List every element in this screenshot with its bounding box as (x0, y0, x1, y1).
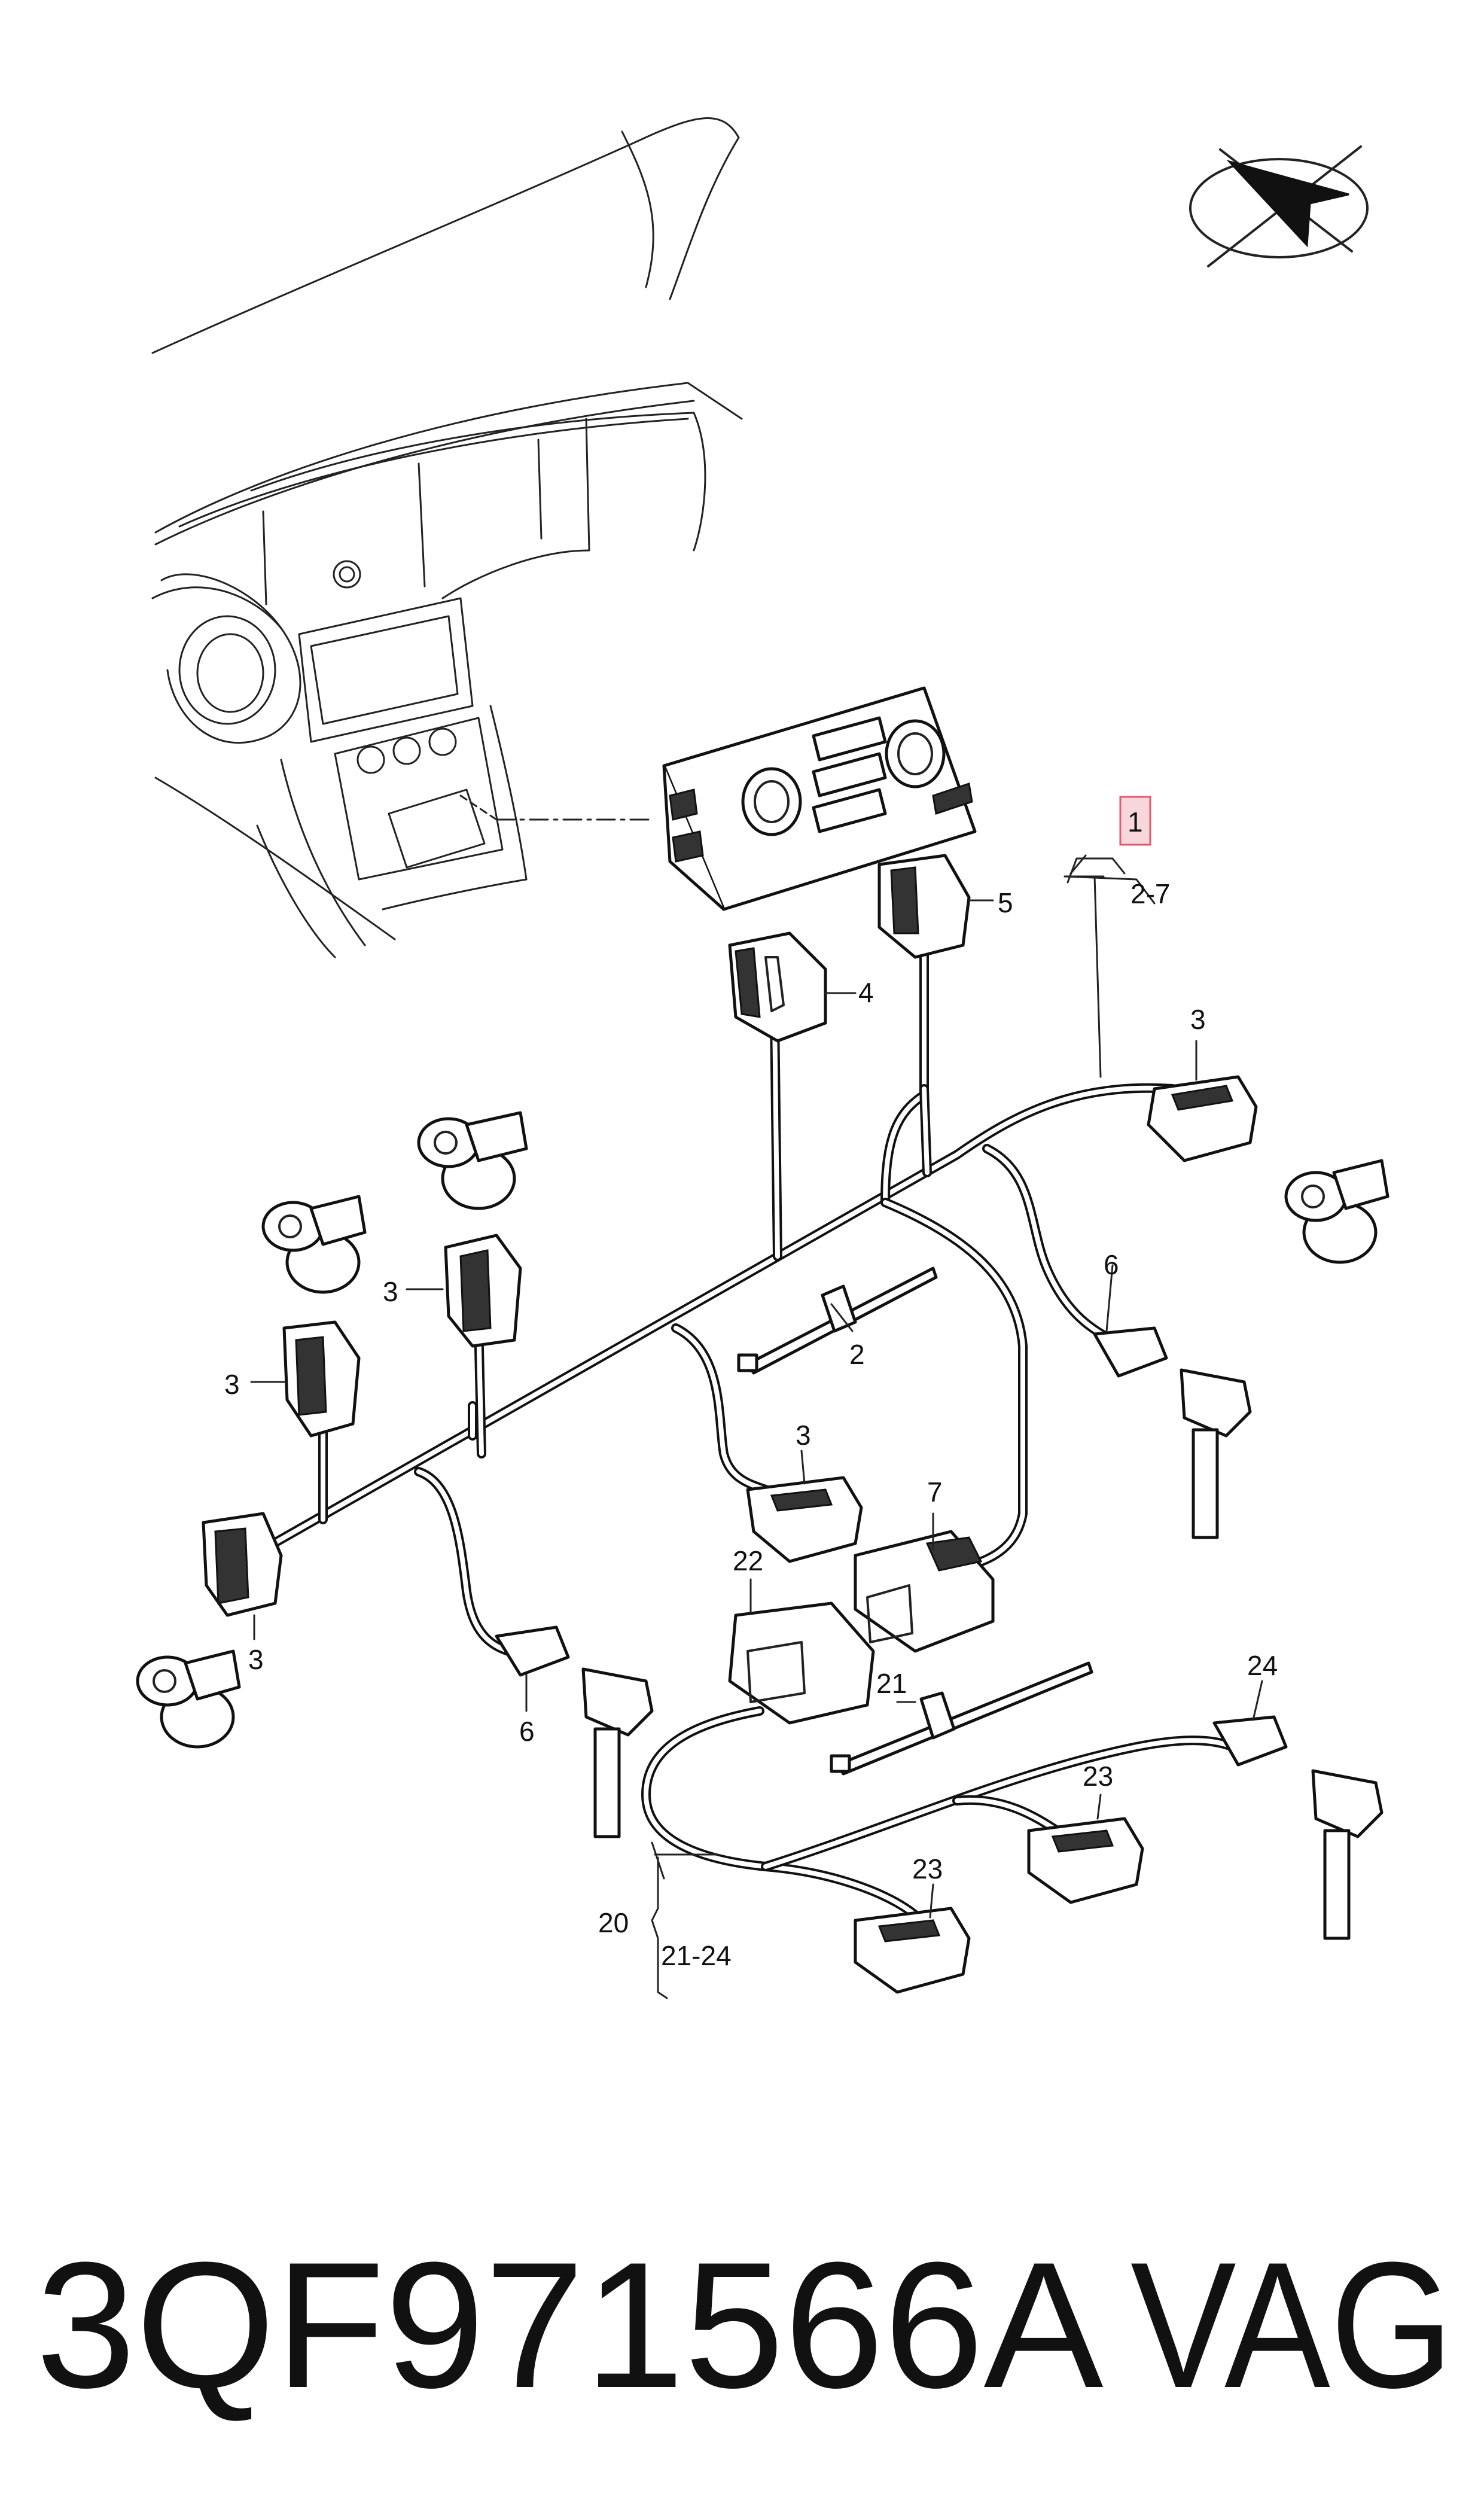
part-number: 3QF971566A (36, 2224, 1104, 2425)
callout-3-left-upper: 3 (383, 1276, 398, 1307)
callout-22: 22 (733, 1545, 763, 1576)
brand-name: VAG (1130, 2224, 1453, 2425)
leader-lines (250, 854, 1263, 1999)
callout-1: 1 (1128, 806, 1143, 838)
callout-3-left-low: 3 (248, 1644, 264, 1675)
actuator-motor-left-low (136, 1649, 241, 1749)
wiring-harness-secondary (641, 1661, 1249, 1925)
callout-3-right-top: 3 (1190, 1004, 1206, 1035)
connector-3-left-mid (282, 1320, 361, 1438)
climate-control-panel (662, 686, 977, 911)
callout-21: 21 (876, 1668, 907, 1699)
callout-3-mid: 3 (796, 1420, 811, 1451)
callout-3-left-mid: 3 (224, 1369, 240, 1400)
callout-4: 4 (858, 977, 874, 1008)
connector-7 (854, 1530, 995, 1653)
callout-23-right: 23 (1083, 1761, 1113, 1792)
connector-3-right-top (1147, 1075, 1258, 1162)
actuator-motor-right (1284, 1159, 1389, 1264)
callout-1-highlight (1119, 796, 1151, 846)
dashboard-illustration (151, 117, 743, 958)
callout-labels: 1 2-7 2 3 3 3 3 3 4 5 6 6 7 20 21-24 21 … (224, 806, 1278, 1971)
sensor-24 (1212, 1715, 1384, 1940)
callout-24: 24 (1247, 1650, 1278, 1681)
connector-3-left-upper (444, 1234, 522, 1348)
sensor-6-left (495, 1625, 654, 1838)
sensor-6-right (1093, 1326, 1252, 1539)
callout-6-right: 6 (1104, 1249, 1119, 1280)
callout-7: 7 (927, 1476, 943, 1508)
connector-4 (728, 931, 827, 1043)
callout-20: 20 (598, 1907, 629, 1938)
actuator-motor-left-top (417, 1111, 528, 1210)
wiring-harness-main (258, 931, 1177, 1656)
callout-6-left: 6 (519, 1716, 535, 1747)
callout-2: 2 (849, 1339, 865, 1370)
callout-20-range: 21-24 (661, 1940, 732, 1971)
callout-23-bottom: 23 (912, 1853, 943, 1884)
actuator-motor-left-mid (261, 1195, 367, 1294)
connector-3-left-low (202, 1512, 283, 1617)
callout-1-range: 2-7 (1130, 878, 1170, 909)
connector-5 (877, 854, 971, 959)
connector-23-bottom (854, 1907, 971, 1994)
connector-22 (728, 1601, 875, 1725)
connector-23-right (1027, 1817, 1144, 1904)
compass-arrow-icon (1189, 145, 1369, 267)
callout-5: 5 (998, 887, 1013, 918)
connector-3-mid (746, 1476, 863, 1563)
